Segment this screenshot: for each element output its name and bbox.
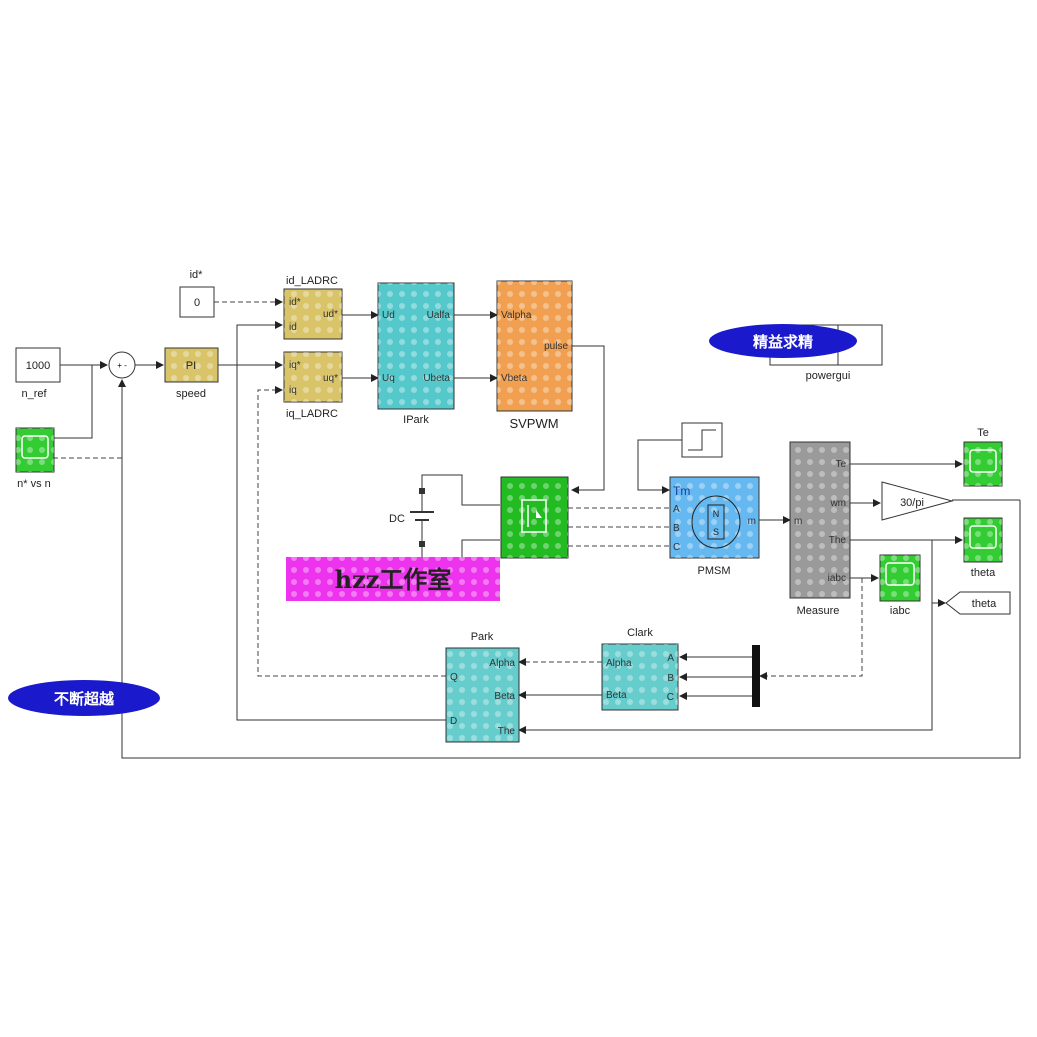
measure-out-the: The xyxy=(829,535,847,546)
park-in3: The xyxy=(498,726,516,737)
goto-theta-block[interactable]: theta xyxy=(945,591,1011,615)
pmsm-c: C xyxy=(673,542,680,553)
pmsm-tm: Tm xyxy=(673,484,690,498)
mux-block[interactable] xyxy=(752,645,760,707)
step-block[interactable] xyxy=(681,422,723,458)
ipark-label: IPark xyxy=(403,414,429,426)
pmsm-n: N xyxy=(713,509,720,519)
clark-in2: B xyxy=(667,673,674,684)
clark-in3: C xyxy=(667,692,674,703)
id-const-label: id* xyxy=(190,269,204,281)
svpwm-in2: Vbeta xyxy=(501,373,528,384)
iq-ladrc-in2: iq xyxy=(289,385,297,396)
ipark-block[interactable]: Ud Uq Ualfa Ubeta IPark xyxy=(377,282,455,426)
measure-out-te: Te xyxy=(835,459,846,470)
n-ref-block[interactable]: 1000 n_ref xyxy=(15,347,61,400)
id-ladrc-in1: id* xyxy=(289,297,301,308)
pmsm-s: S xyxy=(713,527,719,537)
watermark-oval-bottom: 不断超越 xyxy=(8,680,160,716)
svpwm-block[interactable]: Valpha Vbeta pulse SVPWM xyxy=(496,280,573,431)
inverter-block[interactable] xyxy=(500,476,569,559)
park-in1: Alpha xyxy=(489,658,515,669)
watermark-top-text: 精益求精 xyxy=(753,333,813,351)
scope-n-block[interactable]: n* vs n xyxy=(15,427,55,490)
iq-ladrc-out: uq* xyxy=(323,373,338,384)
dc-source-block[interactable]: DC xyxy=(389,488,434,547)
pi-speed-block[interactable]: PI speed xyxy=(164,347,219,400)
clark-block[interactable]: Clark A B C Alpha Beta xyxy=(601,627,679,711)
pmsm-label: PMSM xyxy=(698,565,731,577)
park-out2: D xyxy=(450,716,457,727)
goto-theta-text: theta xyxy=(972,598,997,610)
scope-iabc-block[interactable]: iabc xyxy=(879,554,921,617)
pi-label: speed xyxy=(176,388,206,400)
measure-block[interactable]: m Te wm The iabc Measure xyxy=(789,441,851,617)
watermark-oval-top: 精益求精 xyxy=(709,324,857,358)
svpwm-in1: Valpha xyxy=(501,310,532,321)
sum-block[interactable]: + - xyxy=(108,351,136,379)
pi-text: PI xyxy=(186,360,196,372)
ipark-out2: Ubeta xyxy=(423,373,450,384)
scope-theta-block[interactable]: theta xyxy=(963,517,1003,579)
iq-ladrc-label: iq_LADRC xyxy=(286,408,338,420)
clark-out1: Alpha xyxy=(606,658,632,669)
n-ref-value: 1000 xyxy=(26,360,50,372)
id-ladrc-out: ud* xyxy=(323,309,338,320)
park-label: Park xyxy=(471,631,494,643)
wires xyxy=(39,298,1021,759)
pmsm-b: B xyxy=(673,523,680,534)
pmsm-block[interactable]: N S Tm A B C m PMSM xyxy=(669,476,760,577)
measure-out-wm: wm xyxy=(829,498,846,509)
svpwm-out: pulse xyxy=(544,341,568,352)
id-const-block[interactable]: id* 0 xyxy=(179,269,215,318)
watermark-center-text: hzz工作室 xyxy=(335,565,452,594)
scope-te-block[interactable]: Te xyxy=(963,427,1003,487)
park-block[interactable]: Park Alpha Beta The Q D xyxy=(445,631,520,743)
clark-in1: A xyxy=(667,653,674,664)
measure-out-iabc: iabc xyxy=(828,573,846,584)
dc-label: DC xyxy=(389,513,405,525)
scope-te-label: Te xyxy=(977,427,989,439)
ipark-in1: Ud xyxy=(382,310,395,321)
measure-in: m xyxy=(794,516,802,527)
id-ladrc-label: id_LADRC xyxy=(286,275,338,287)
powergui-label: powergui xyxy=(806,370,851,382)
iq-ladrc-block[interactable]: iq* iq uq* iq_LADRC xyxy=(283,351,343,420)
scope-n-label: n* vs n xyxy=(17,478,51,490)
scope-iabc-label: iabc xyxy=(890,605,911,617)
id-const-value: 0 xyxy=(194,297,200,309)
watermark-magenta: hzz工作室 xyxy=(286,557,500,601)
id-ladrc-block[interactable]: id_LADRC id* id ud* xyxy=(283,275,343,340)
clark-out2: Beta xyxy=(606,690,627,701)
id-ladrc-in2: id xyxy=(289,322,297,333)
measure-label: Measure xyxy=(797,605,840,617)
park-out1: Q xyxy=(450,672,458,683)
svpwm-label: SVPWM xyxy=(509,416,558,431)
pmsm-m: m xyxy=(748,516,756,527)
sum-signs: + - xyxy=(117,361,127,370)
n-ref-label: n_ref xyxy=(21,388,47,400)
gain-text: 30/pi xyxy=(900,497,924,509)
gain-block[interactable]: 30/pi xyxy=(881,481,954,521)
scope-theta-label: theta xyxy=(971,567,996,579)
pmsm-a: A xyxy=(673,504,680,515)
iq-ladrc-in1: iq* xyxy=(289,360,301,371)
ipark-out1: Ualfa xyxy=(427,310,451,321)
clark-label: Clark xyxy=(627,627,653,639)
park-in2: Beta xyxy=(494,691,515,702)
watermark-bottom-text: 不断超越 xyxy=(54,690,115,708)
ipark-in2: Uq xyxy=(382,373,395,384)
